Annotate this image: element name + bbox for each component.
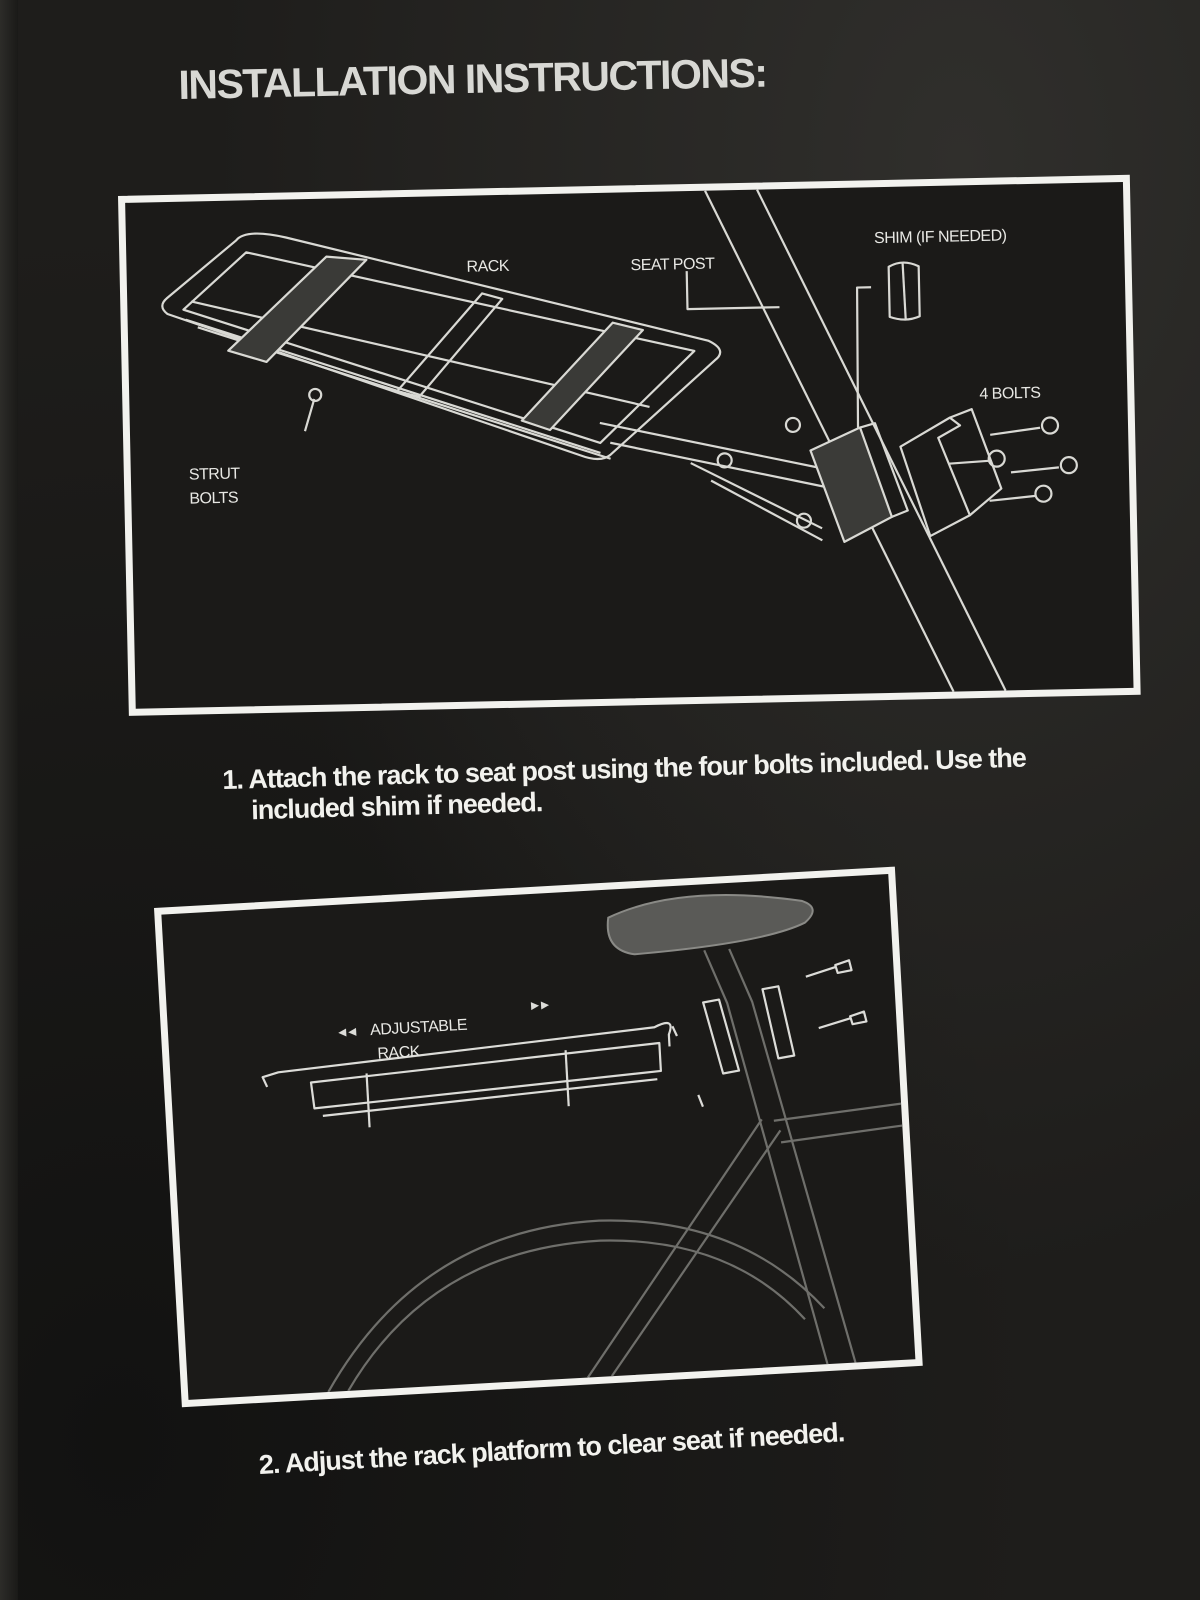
step-1-instruction: 1. Attach the rack to seat post using th… bbox=[222, 743, 1027, 827]
bike-rack-diagram: ADJUSTABLE RACK bbox=[261, 894, 903, 1393]
adjust-arrows bbox=[338, 1001, 550, 1037]
label-strut-line2: BOLTS bbox=[189, 490, 238, 508]
bolts-drawing bbox=[948, 416, 1078, 503]
booklet-spine bbox=[0, 0, 18, 1600]
label-rack: RACK bbox=[466, 258, 510, 276]
seat-post-callout bbox=[685, 271, 780, 311]
label-strut-line1: STRUT bbox=[189, 465, 241, 483]
bike-frame-drawing bbox=[327, 948, 903, 1393]
shim-drawing bbox=[855, 261, 921, 428]
saddle-drawing bbox=[606, 894, 814, 956]
label-adjustable: ADJUSTABLE bbox=[370, 1017, 468, 1039]
rack-seatpost-diagram: RACK SEAT POST SHIM (IF NEEDED) 4 BOLTS … bbox=[161, 189, 1078, 693]
page-heading: INSTALLATION INSTRUCTIONS: bbox=[178, 49, 767, 108]
label-shim: SHIM (IF NEEDED) bbox=[874, 227, 1007, 247]
diagram-panel-2: ADJUSTABLE RACK bbox=[154, 866, 923, 1408]
label-rack: RACK bbox=[377, 1043, 421, 1062]
adjustable-rack-drawing bbox=[261, 959, 868, 1128]
label-seat-post: SEAT POST bbox=[630, 256, 715, 275]
diagram-panel-1: RACK SEAT POST SHIM (IF NEEDED) 4 BOLTS … bbox=[118, 174, 1141, 716]
step-2-instruction: 2. Adjust the rack platform to clear sea… bbox=[258, 1417, 845, 1480]
label-4-bolts: 4 BOLTS bbox=[979, 385, 1040, 403]
arrow-right-icon bbox=[530, 1002, 540, 1011]
clamp-drawing bbox=[716, 408, 1003, 543]
arrow-left-icon bbox=[338, 1028, 347, 1037]
